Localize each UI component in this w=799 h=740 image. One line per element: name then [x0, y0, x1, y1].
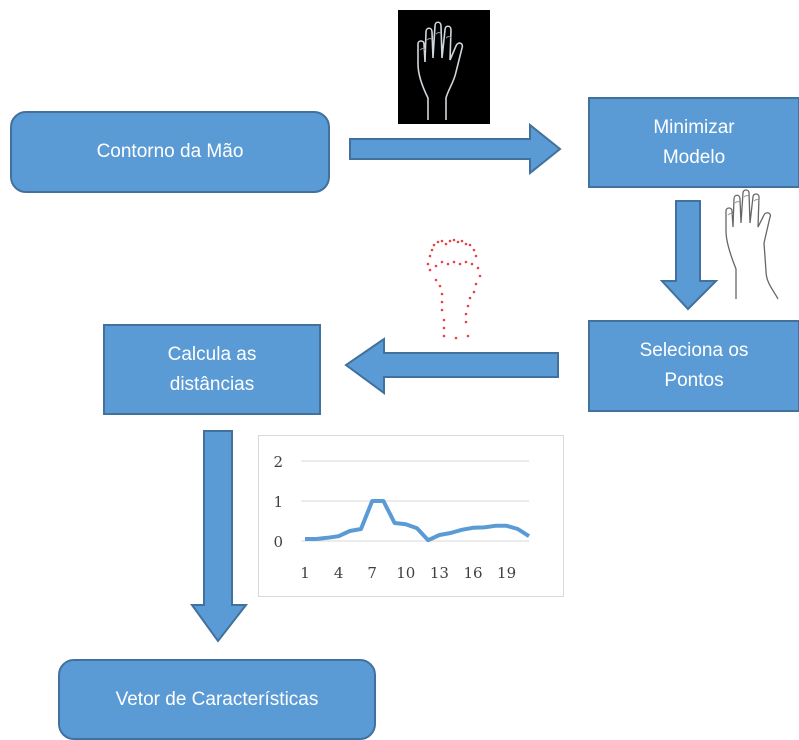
node-label-line-2: distâncias: [169, 373, 255, 395]
series-line: [305, 499, 531, 543]
contour-point: [440, 260, 444, 264]
contour-point: [464, 320, 468, 324]
contour-point: [472, 290, 476, 294]
y-tick-label: 1: [273, 493, 283, 511]
contour-point: [442, 334, 446, 338]
y-tick-label: 0: [273, 533, 283, 551]
y-tick-label: 2: [273, 453, 283, 471]
hand-contour-image: [398, 10, 490, 124]
contour-point: [478, 274, 482, 278]
contour-point: [466, 304, 470, 308]
x-tick-label: 19: [497, 564, 516, 582]
x-tick-label: 4: [334, 564, 344, 582]
selected-points-image: [426, 238, 482, 340]
arrow-right: [349, 122, 562, 176]
node-label-line-1: Seleciona os: [639, 340, 749, 361]
contour-point: [466, 334, 470, 338]
contour-point: [432, 243, 436, 247]
x-tick-label: 16: [463, 564, 482, 582]
hand-model-image: [725, 189, 779, 300]
contour-point: [460, 239, 464, 243]
contour-point: [430, 248, 434, 252]
contour-point: [452, 238, 456, 242]
contour-point: [464, 312, 468, 316]
contour-point: [464, 242, 468, 246]
x-tick-label: 10: [396, 564, 415, 582]
arrow-down: [659, 200, 719, 311]
node-seleciona-os-pontos: Seleciona os Pontos: [588, 320, 799, 412]
contour-point: [470, 262, 474, 266]
contour-point: [456, 240, 460, 244]
contour-point: [472, 248, 476, 252]
contour-point: [454, 336, 458, 340]
contour-point: [434, 278, 438, 282]
contour-point: [442, 318, 446, 322]
contour-point: [448, 239, 452, 243]
contour-point: [436, 240, 440, 244]
x-tick-label: 1: [300, 564, 310, 582]
node-label-line-1: Calcula as: [167, 343, 257, 365]
contour-point: [464, 260, 468, 264]
x-tick-label: 7: [367, 564, 377, 582]
x-tick-label: 13: [430, 564, 449, 582]
contour-point: [440, 239, 444, 243]
contour-point: [440, 300, 444, 304]
arrow-left: [344, 337, 559, 395]
contour-point: [468, 243, 472, 247]
node-minimizar-modelo: Minimizar Modelo: [588, 97, 799, 188]
node-contorno-da-mao: Contorno da Mão: [10, 111, 330, 193]
node-label-line-2: Modelo: [662, 146, 726, 168]
contour-point: [444, 242, 448, 246]
node-vetor-de-caracteristicas: Vetor de Características: [58, 659, 376, 740]
node-label-line-1: Minimizar: [653, 116, 735, 138]
node-label: Vetor de Características: [115, 688, 319, 710]
contour-point: [442, 326, 446, 330]
contour-point: [446, 262, 450, 266]
contour-point: [452, 260, 456, 264]
arrow-down-long: [190, 430, 249, 643]
contour-point: [428, 268, 432, 272]
node-calcula-as-distancias: Calcula as distâncias: [103, 324, 321, 415]
contour-point: [440, 292, 444, 296]
node-label: Contorno da Mão: [96, 141, 244, 162]
contour-point: [458, 262, 462, 266]
contour-point: [434, 264, 438, 268]
contour-point: [476, 266, 480, 270]
contour-point: [438, 284, 442, 288]
contour-point: [440, 308, 444, 312]
node-label-line-2: Pontos: [664, 370, 724, 391]
contour-point: [468, 296, 472, 300]
contour-point: [426, 262, 430, 266]
contour-point: [474, 282, 478, 286]
contour-point: [474, 254, 478, 258]
contour-point: [428, 254, 432, 258]
